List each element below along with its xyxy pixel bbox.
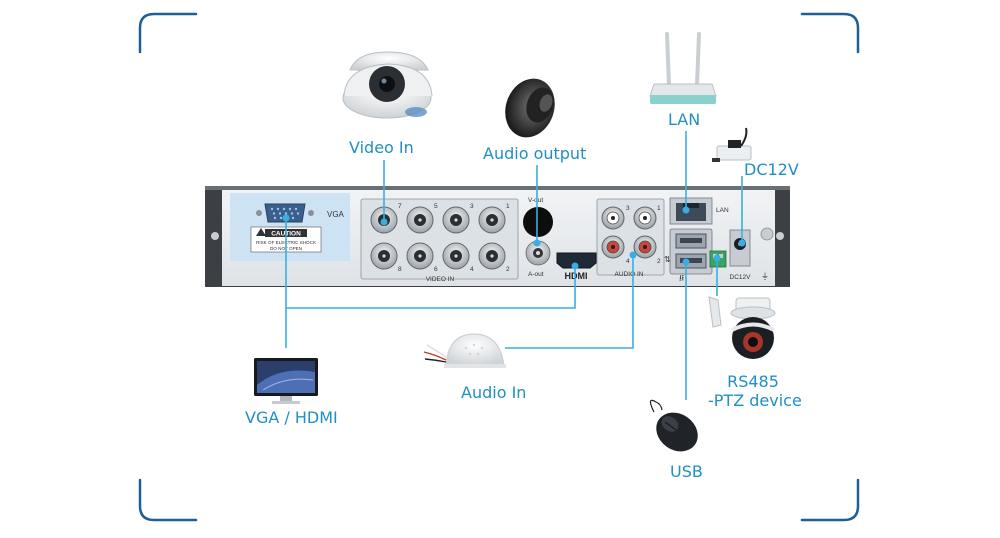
bnc-port-pin [382,254,386,258]
bnc-port-number: 7 [398,203,402,210]
ptz-camera-icon [708,296,776,359]
microphone-icon [423,333,506,368]
corner-top-right [800,12,860,54]
rca-port-pin [643,245,647,249]
lan-port-label: LAN [716,207,729,214]
audio-in-label: AUDIO IN [615,271,644,278]
line-vga-hdmi [285,218,576,309]
rca-port-number: 1 [657,205,661,212]
screw [776,232,784,240]
callout-video-in: Video In [349,138,414,157]
callout-vga-hdmi: VGA / HDMI [245,408,338,427]
screw [211,232,219,240]
ground-screw [760,227,774,241]
power-adapter-icon [712,127,752,162]
rca-port-pin [611,216,615,220]
mouse-icon [649,399,698,452]
callout-usb: USB [670,462,703,481]
callout-rs485-line1: RS485 [727,372,779,391]
bnc-port-number: 5 [434,203,438,210]
ground-icon: ⏚ [761,272,769,281]
rca-port-number: 3 [626,205,630,212]
video-in-label: VIDEO IN [426,276,455,283]
bnc-port-pin [418,254,422,258]
callout-rs485-line2: -PTZ device [708,391,802,410]
aout-label: A-out [528,271,544,278]
video-in-block: 7 5 3 1 8 6 4 2 VIDEO IN [360,198,519,283]
connector-lines [285,131,743,400]
rca-port-number: 4 [626,258,630,265]
callout-audio-in: Audio In [461,383,527,402]
line-audio-in [505,255,634,349]
rca-port-number: 2 [657,258,661,265]
rca-port-pin [611,245,615,249]
vga-label: VGA [327,210,345,219]
bnc-port-number: 4 [470,266,474,273]
lan-usb-block: LAN ⭿ ⇅ [664,197,729,283]
usb-symbol-icon: ⭿ [679,274,684,283]
hdmi-port: HDMI [556,252,597,281]
hdmi-label: HDMI [565,271,588,281]
corner-top-left [138,12,198,54]
vout-label: V-out [528,197,543,204]
bnc-port-pin [418,218,422,222]
bnc-port-pin [490,254,494,258]
dc12v-port-label: DC12V [730,274,752,281]
bnc-port-number: 6 [434,266,438,273]
warning-icon [256,228,266,236]
bnc-port-number: 8 [398,266,402,273]
dome-camera-icon [342,51,433,119]
bnc-port-number: 2 [506,266,510,273]
bnc-port-pin [454,254,458,258]
bnc-port-pin [490,218,494,222]
callout-lan: LAN [668,110,701,129]
corner-bottom-left [138,478,198,522]
callout-dc12v: DC12V [744,160,799,179]
callout-audio-output: Audio output [483,144,587,163]
usb-side-icon: ⇅ [664,255,671,264]
router-icon [649,32,717,104]
corner-bottom-right [800,478,860,522]
bnc-port-number: 3 [470,203,474,210]
dc12v-port: DC12V [730,229,752,281]
bnc-port-number: 1 [506,203,510,210]
callout-rs485: RS485 -PTZ device [708,372,802,410]
speaker-icon [505,78,555,138]
monitor-icon [254,358,318,404]
connector-dots [282,206,746,270]
bnc-port-pin [454,218,458,222]
vout-port [523,207,553,237]
audio-in-block: 3 1 4 2 AUDIO IN [596,198,665,278]
rca-port-pin [643,216,647,220]
